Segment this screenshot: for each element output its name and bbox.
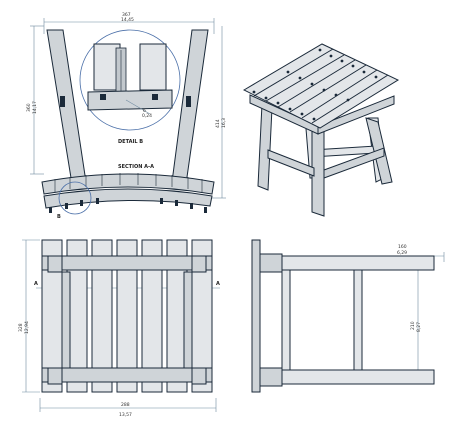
iso-slats [253, 48, 389, 124]
section-label: SECTION A-A [118, 164, 154, 170]
isometric-view [242, 43, 400, 217]
dim-left-height-mm: 14,17 [32, 101, 38, 114]
detail-label: DETAIL B [118, 139, 143, 145]
dim-side-depth-mm: 6,29 [397, 250, 407, 256]
dim-top-view-height-mm: 12,94 [24, 321, 30, 334]
dim-detail-mm: 0,24 [142, 113, 152, 119]
section-marker-right: A [216, 281, 220, 287]
side-view: 160 6,29 210 8,27 [251, 239, 445, 393]
iso-screws [252, 48, 378, 121]
top-view: 328 12,94 288 13,57 A A [18, 239, 220, 418]
dim-side-height-mm: 8,27 [416, 322, 422, 332]
top-view-slats [41, 239, 213, 393]
dim-top-view-width-in: 288 [121, 402, 130, 408]
screws [49, 198, 207, 213]
seat-slat-dividers [54, 173, 203, 192]
dim-left-height-in: 360 [26, 103, 32, 112]
dim-side-depth-in: 160 [398, 244, 407, 250]
dim-top-view-width-mm: 13,57 [119, 412, 132, 418]
dim-detail-in: 6 [143, 108, 146, 114]
dim-right-height-in: 414 [215, 119, 221, 128]
section-marker-left: A [34, 281, 38, 287]
detail-marker: B [57, 214, 61, 220]
section-view: 367 14,45 360 14,17 414 16,3 6 [26, 12, 227, 220]
dim-side-height-in: 210 [410, 321, 416, 330]
dim-top-view-height-in: 328 [18, 323, 24, 332]
dim-right-height-mm: 16,3 [221, 118, 227, 128]
dim-top-width-in: 367 [122, 12, 131, 18]
dim-top-width-mm: 14,45 [121, 17, 134, 23]
detail-b: 6 0,24 [87, 43, 173, 119]
